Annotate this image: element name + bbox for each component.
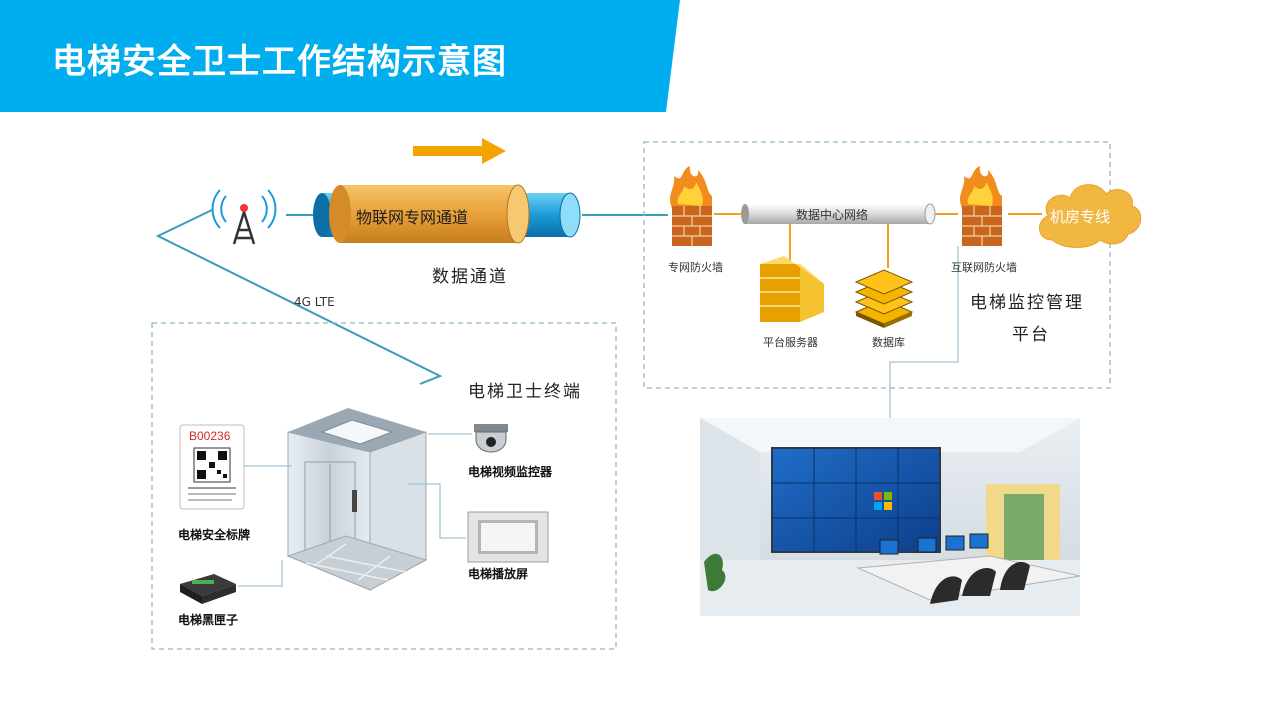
sign-code: B00236 [189,429,231,443]
server-icon [760,256,824,322]
page-title: 电梯安全卫士工作结构示意图 [52,42,507,82]
internet-firewall-label: 互联网防火墙 [951,261,1017,274]
safety-sign-label: 电梯安全标牌 [178,528,251,542]
pipe-label: 物联网专网通道 [356,208,469,227]
data-center-tube [741,203,936,225]
video-monitor-label: 电梯视频监控器 [468,465,553,479]
black-box-label: 电梯黑匣子 [178,613,239,627]
link-4g-label: 4G LTE [294,295,335,309]
database-label: 数据库 [872,336,905,349]
iot-pipe [313,184,581,244]
private-firewall-label: 专网防火墙 [668,261,723,274]
safety-sign-icon [179,424,245,510]
cloud-icon [1039,184,1142,248]
title-banner [0,0,680,112]
screen-label: 电梯播放屏 [468,567,529,581]
database-icon [854,269,914,328]
data-channel-label: 数据通道 [432,267,508,287]
internet-firewall-icon [960,166,1002,246]
platform-title-line1: 电梯监控管理 [970,293,1084,313]
dedicated-line-label: 机房专线 [1050,208,1111,226]
flow-arrow [413,138,506,164]
playback-screen-icon [467,511,549,563]
monitoring-room-photo [700,418,1081,616]
terminal-title: 电梯卫士终端 [468,382,582,402]
platform-title-line2: 平台 [1012,325,1050,345]
private-firewall-icon [670,166,712,246]
server-label: 平台服务器 [763,336,818,349]
network-label: 数据中心网络 [796,208,869,222]
elevator-car-icon [286,408,428,591]
black-box-icon [180,574,236,604]
cell-tower-icon [211,189,277,245]
camera-icon [474,424,508,453]
